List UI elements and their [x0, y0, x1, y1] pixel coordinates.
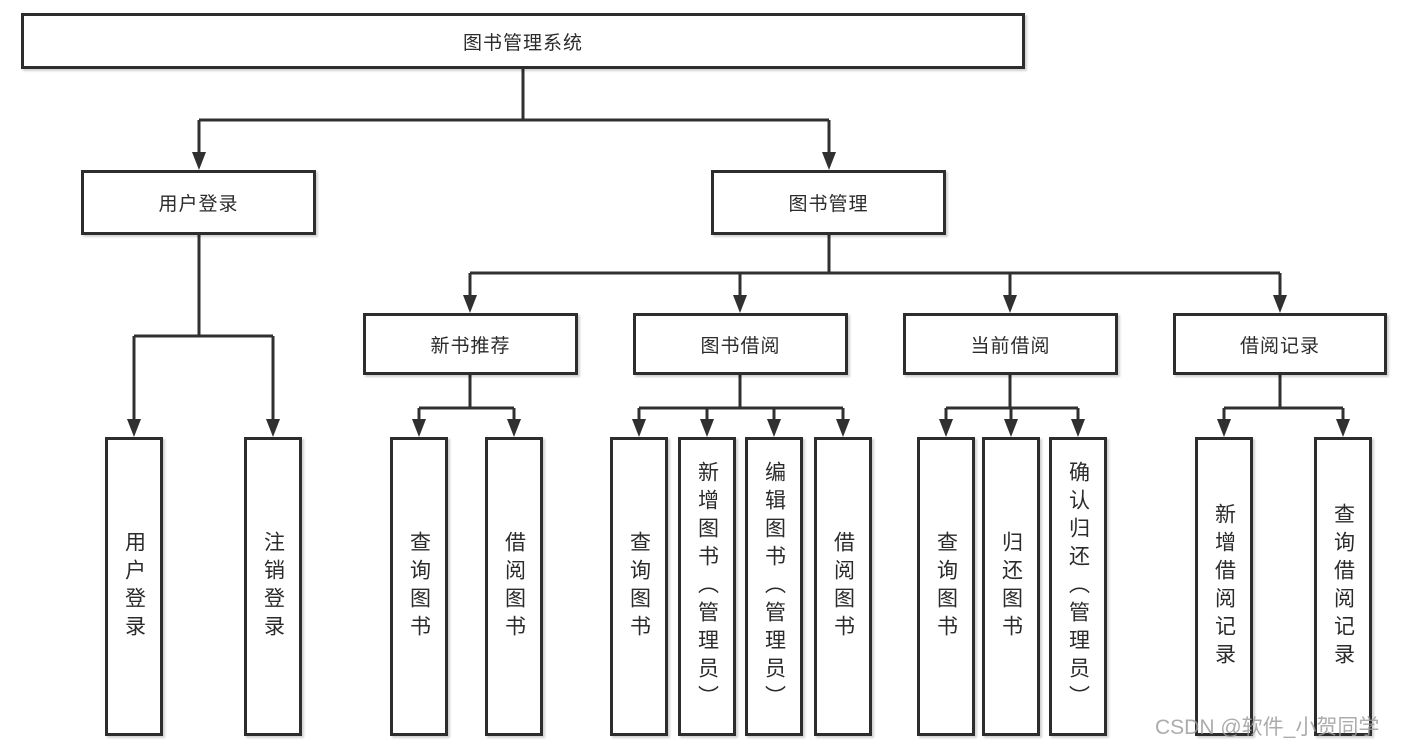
node-label: 编辑图书（管理员） [762, 460, 786, 713]
node-book-management: 图书管理 [711, 170, 946, 235]
arrow-icon [632, 419, 646, 437]
node-label: 查询图书 [934, 530, 958, 643]
arrow-icon [1004, 419, 1018, 437]
leaf-edit-books-admin: 编辑图书（管理员） [745, 437, 803, 736]
node-current-borrowing: 当前借阅 [903, 313, 1118, 375]
node-user-login: 用户登录 [81, 170, 316, 235]
arrowheads [127, 152, 1350, 437]
leaf-add-books-admin: 新增图书（管理员） [678, 437, 736, 736]
arrow-icon [733, 295, 747, 313]
node-label: 新书推荐 [430, 335, 511, 357]
leaf-query-books-recommend: 查询图书 [390, 437, 448, 736]
leaf-query-books-borrowing: 查询图书 [610, 437, 668, 736]
leaf-logout: 注销登录 [244, 437, 302, 736]
node-label: 查询借阅记录 [1331, 502, 1355, 671]
leaf-user-login: 用户登录 [105, 437, 163, 736]
node-label: 新增借阅记录 [1212, 502, 1236, 671]
leaf-borrow-books-recommend: 借阅图书 [485, 437, 543, 736]
node-label: 借阅记录 [1239, 335, 1320, 357]
arrow-icon [463, 295, 477, 313]
node-label: 查询图书 [407, 530, 431, 643]
arrow-icon [836, 419, 850, 437]
node-label: 图书借阅 [700, 335, 781, 357]
node-label: 用户登录 [122, 530, 146, 643]
arrow-icon [1071, 419, 1085, 437]
arrow-icon [1336, 419, 1350, 437]
node-label: 用户登录 [158, 194, 239, 215]
node-borrowing-records: 借阅记录 [1173, 313, 1387, 375]
arrow-icon [1003, 295, 1017, 313]
leaf-query-borrow-record: 查询借阅记录 [1314, 437, 1372, 736]
node-book-borrowing: 图书借阅 [633, 313, 848, 375]
arrow-icon [192, 152, 206, 170]
arrow-icon [266, 419, 280, 437]
node-new-book-recommendation: 新书推荐 [363, 313, 578, 375]
leaf-add-borrow-record: 新增借阅记录 [1195, 437, 1253, 736]
node-label: 图书管理 [788, 194, 869, 215]
arrow-icon [1273, 295, 1287, 313]
node-label: 归还图书 [999, 530, 1023, 643]
arrow-icon [412, 419, 426, 437]
arrow-icon [822, 152, 836, 170]
node-label: 查询图书 [627, 530, 651, 643]
leaf-borrow-books: 借阅图书 [814, 437, 872, 736]
node-label: 新增图书（管理员） [695, 460, 719, 713]
csdn-watermark: CSDN @软件_小贺同学 [1155, 716, 1380, 739]
node-label: 借阅图书 [502, 530, 526, 643]
arrow-icon [507, 419, 521, 437]
leaf-confirm-return-admin: 确认归还（管理员） [1049, 437, 1107, 736]
node-label: 注销登录 [261, 530, 285, 643]
leaf-return-books: 归还图书 [982, 437, 1040, 736]
connector-paths [132, 69, 1345, 421]
arrow-icon [127, 419, 141, 437]
node-label: 图书管理系统 [462, 32, 583, 54]
leaf-query-books-current: 查询图书 [917, 437, 975, 736]
node-label: 确认归还（管理员） [1066, 460, 1090, 713]
arrow-icon [939, 419, 953, 437]
node-library-system: 图书管理系统 [21, 13, 1025, 69]
arrow-icon [700, 419, 714, 437]
node-label: 当前借阅 [970, 335, 1051, 357]
arrow-icon [767, 419, 781, 437]
arrow-icon [1217, 419, 1231, 437]
node-label: 借阅图书 [831, 530, 855, 643]
